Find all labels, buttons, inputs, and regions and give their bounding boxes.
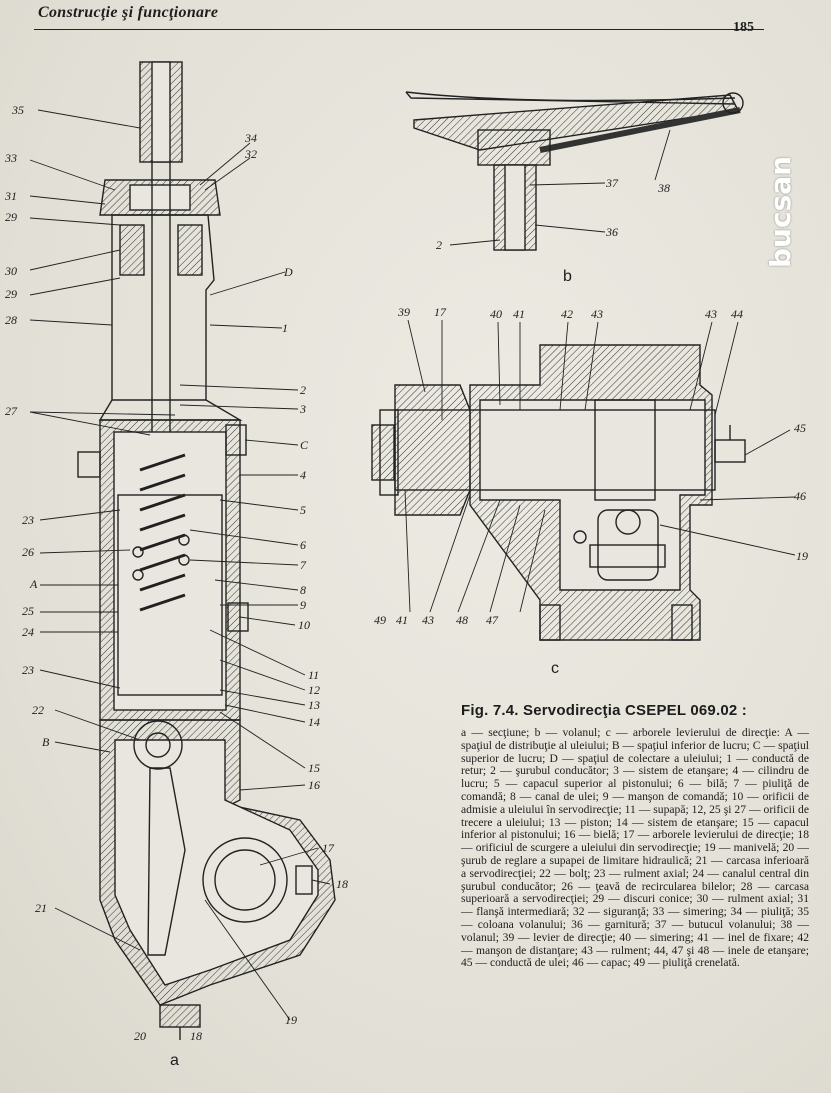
callout-label: 36 — [606, 225, 618, 239]
callout-label: 20 — [134, 1029, 146, 1043]
view-letter-b: b — [563, 268, 572, 285]
leader-lines — [29, 109, 796, 1021]
callout-label: 9 — [300, 598, 306, 612]
section-view-a — [77, 61, 336, 1040]
callout-label: 3 — [300, 402, 306, 416]
callout-label: 16 — [308, 778, 320, 792]
callout-label: 38 — [658, 181, 670, 195]
callout-label: C — [300, 438, 309, 452]
callout-label: 43 — [591, 307, 603, 321]
callout-label: 5 — [300, 503, 306, 517]
callout-label: 41 — [396, 613, 408, 627]
callout-label: 27 — [5, 404, 17, 418]
shaft-view-c — [371, 344, 746, 641]
callout-label: 28 — [5, 313, 17, 327]
page-number: 185 — [733, 20, 754, 35]
callout-label: 33 — [5, 151, 17, 165]
callout-label: 21 — [35, 901, 47, 915]
callout-label: 6 — [300, 538, 306, 552]
callout-label: 17 — [434, 305, 446, 319]
callout-label: 13 — [308, 698, 320, 712]
callout-label: 43 — [422, 613, 434, 627]
callout-label: 2 — [436, 238, 442, 252]
callout-label: 14 — [308, 715, 320, 729]
callout-label: 7 — [300, 558, 306, 572]
callout-label: 37 — [606, 176, 618, 190]
callout-label: 39 — [398, 305, 410, 319]
callout-label: 46 — [794, 489, 806, 503]
callout-label: 29 — [5, 287, 17, 301]
callout-label: 12 — [308, 683, 320, 697]
running-head: Construcţie şi funcţionare — [38, 4, 219, 21]
callout-label: 25 — [22, 604, 34, 618]
callout-label: 45 — [794, 421, 806, 435]
callout-label: 18 — [190, 1029, 202, 1043]
callout-label: A — [30, 577, 38, 591]
callout-label: 34 — [245, 131, 257, 145]
callout-label: 43 — [705, 307, 717, 321]
callout-label: 19 — [796, 549, 808, 563]
callout-label: 10 — [298, 618, 310, 632]
figure-caption: Fig. 7.4. Servodirecţia CSEPEL 069.02 : … — [461, 702, 809, 970]
figure-legend: a — secţiune; b — volanul; c — arborele … — [461, 726, 809, 970]
callout-label: 19 — [285, 1013, 297, 1027]
callout-label: 23 — [22, 513, 34, 527]
callout-label: 42 — [561, 307, 573, 321]
callout-label: 23 — [22, 663, 34, 677]
wheel-view-b — [405, 91, 744, 251]
callout-label: 44 — [731, 307, 743, 321]
callout-label: D — [284, 265, 293, 279]
callout-label: 17 — [322, 841, 334, 855]
view-letter-a: a — [170, 1052, 179, 1069]
callout-label: 49 — [374, 613, 386, 627]
callout-label: 31 — [5, 189, 17, 203]
callout-label: 22 — [32, 703, 44, 717]
figure-title: Fig. 7.4. Servodirecţia CSEPEL 069.02 : — [461, 702, 747, 719]
callout-label: 47 — [486, 613, 498, 627]
callout-label: 24 — [22, 625, 34, 639]
callout-label: 26 — [22, 545, 34, 559]
callout-label: 18 — [336, 877, 348, 891]
callout-label: 15 — [308, 761, 320, 775]
callout-label: 41 — [513, 307, 525, 321]
callout-label: 2 — [300, 383, 306, 397]
callout-label: 48 — [456, 613, 468, 627]
callout-label: 30 — [5, 264, 17, 278]
callout-label: 11 — [308, 668, 320, 682]
callout-label: 29 — [5, 210, 17, 224]
callout-label: 1 — [282, 321, 288, 335]
callout-label: B — [42, 735, 50, 749]
view-letter-c: c — [551, 660, 559, 677]
callout-label: 8 — [300, 583, 306, 597]
callout-label: 40 — [490, 307, 502, 321]
callout-label: 32 — [245, 147, 257, 161]
callout-label: 35 — [12, 103, 24, 117]
callout-label: 4 — [300, 468, 306, 482]
header-rule — [34, 29, 764, 30]
